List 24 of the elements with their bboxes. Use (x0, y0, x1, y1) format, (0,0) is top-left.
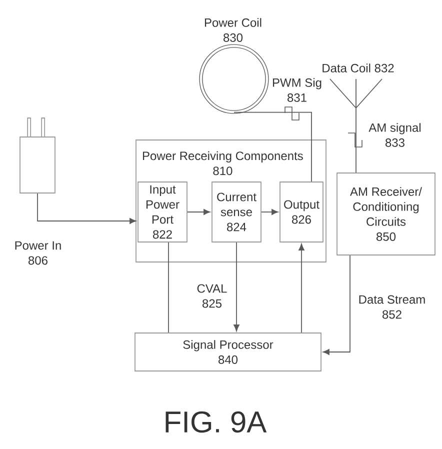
arrow (322, 255, 350, 355)
part-label: Power Coil 830 (204, 18, 262, 42)
arrow (298, 244, 304, 333)
connector-line (234, 112, 312, 182)
edge-label: AM signal 833 (365, 122, 425, 148)
arrow (187, 209, 210, 215)
edge-label: CVAL 825 (193, 283, 231, 309)
process-box: Signal Processor 840 (134, 332, 322, 372)
antenna-symbol (330, 78, 382, 109)
arrow (261, 209, 278, 215)
part-label: Data Coil 832 (322, 64, 394, 72)
coil-symbol (199, 44, 269, 114)
process-box: Input Power Port 822 (138, 182, 188, 242)
connector-line (168, 242, 169, 333)
process-box: Output 826 (280, 182, 324, 242)
plug-icon (20, 118, 56, 194)
edge-label: Power In 806 (10, 240, 66, 266)
process-box: AM Receiver/ Conditioning Circuits 850 (336, 172, 436, 256)
process-box: Current sense 824 (212, 182, 262, 242)
edge-label: Data Stream 852 (355, 294, 429, 320)
arrow (37, 193, 136, 224)
edge-label: PWM Sig 831 (270, 77, 324, 103)
figure-caption: FIG. 9A (166, 411, 267, 433)
arrow (234, 242, 240, 332)
